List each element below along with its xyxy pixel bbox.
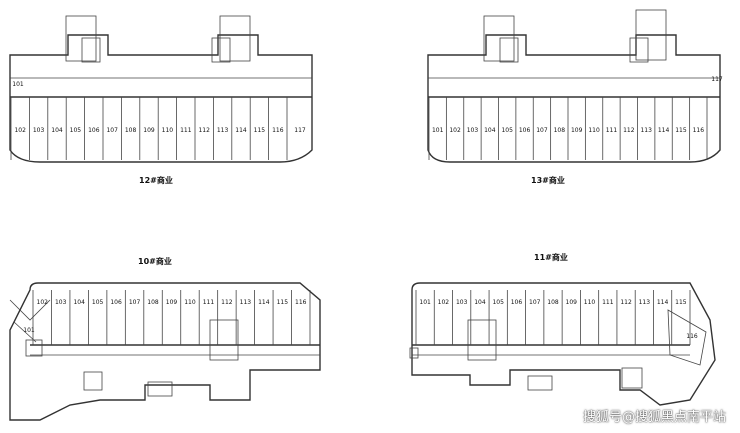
unit-label: 112 [623, 127, 635, 134]
unit-label: 117 [294, 127, 306, 134]
plan-11: 101 102 103 104 105 106 107 108 109 110 111 112 113 1… [409, 282, 716, 406]
unit-label: 103 [467, 127, 479, 134]
unit-label: 109 [566, 299, 578, 306]
unit-label: 115 [254, 127, 266, 134]
unit-label: 111 [180, 127, 192, 134]
unit-label: 103 [33, 127, 45, 134]
unit-label: 105 [492, 299, 504, 306]
unit-label: 113 [240, 299, 252, 306]
plan-caption-13: 13#商业 [531, 176, 565, 185]
unit-label: 110 [184, 299, 196, 306]
plan-10: 102 103 104 105 106 107 108 109 110 111 112 113 114 1… [9, 282, 321, 421]
unit-label: 103 [55, 299, 67, 306]
plan-caption-11: 11#商业 [534, 253, 568, 262]
unit-label: 114 [657, 299, 669, 306]
unit-label: 104 [51, 127, 63, 134]
unit-label: 111 [606, 127, 618, 134]
unit-label: 105 [70, 127, 82, 134]
unit-label: 116 [295, 299, 307, 306]
unit-label: 115 [277, 299, 289, 306]
unit-label: 106 [110, 299, 122, 306]
unit-label: 101 [419, 299, 431, 306]
plan-caption-10: 10#商业 [138, 257, 172, 266]
unit-label: 102 [449, 127, 461, 134]
unit-label: 116 [686, 333, 698, 340]
unit-label: 112 [221, 299, 233, 306]
unit-label: 108 [147, 299, 159, 306]
unit-label: 112 [620, 299, 632, 306]
unit-label: 114 [258, 299, 270, 306]
unit-label: 104 [73, 299, 85, 306]
unit-label: 106 [511, 299, 523, 306]
unit-label: 113 [640, 127, 652, 134]
unit-label: 111 [203, 299, 215, 306]
unit-label: 115 [675, 127, 687, 134]
unit-label: 110 [162, 127, 174, 134]
watermark-text: 搜狐号@搜狐黑点南平站 [582, 410, 726, 425]
unit-label: 107 [129, 299, 141, 306]
unit-label: 117 [711, 76, 723, 83]
unit-label: 110 [584, 299, 596, 306]
unit-label: 109 [143, 127, 155, 134]
unit-label: 115 [675, 299, 687, 306]
unit-label: 102 [438, 299, 450, 306]
unit-label: 105 [501, 127, 513, 134]
unit-label: 102 [14, 127, 26, 134]
unit-label: 110 [588, 127, 600, 134]
unit-label: 103 [456, 299, 468, 306]
unit-label: 108 [547, 299, 559, 306]
unit-label: 105 [92, 299, 104, 306]
unit-label: 114 [235, 127, 247, 134]
unit-label: 102 [37, 299, 49, 306]
unit-label: 109 [571, 127, 583, 134]
unit-label: 106 [519, 127, 531, 134]
unit-label: 116 [272, 127, 284, 134]
unit-label: 112 [198, 127, 210, 134]
unit-label: 104 [474, 299, 486, 306]
unit-label: 101 [23, 327, 35, 334]
unit-label: 101 [432, 127, 444, 134]
unit-label: 101 [12, 81, 24, 88]
unit-label: 111 [602, 299, 614, 306]
unit-label: 107 [536, 127, 548, 134]
unit-label: 108 [125, 127, 137, 134]
unit-label: 109 [166, 299, 178, 306]
unit-label: 114 [658, 127, 670, 134]
unit-label: 104 [484, 127, 496, 134]
unit-label: 113 [639, 299, 651, 306]
unit-label: 107 [529, 299, 541, 306]
plan-caption-12: 12#商业 [139, 176, 173, 185]
unit-label: 106 [88, 127, 100, 134]
plan-13: 101 102 103 104 105 106 107 108 109 110 111 112 113 1… [427, 9, 723, 163]
plan-12: 102 103 104 105 106 107 108 109 110 111 112 113 114 1… [9, 15, 313, 163]
unit-label: 113 [217, 127, 229, 134]
unit-label: 107 [106, 127, 118, 134]
unit-label: 108 [554, 127, 566, 134]
unit-label: 116 [693, 127, 705, 134]
